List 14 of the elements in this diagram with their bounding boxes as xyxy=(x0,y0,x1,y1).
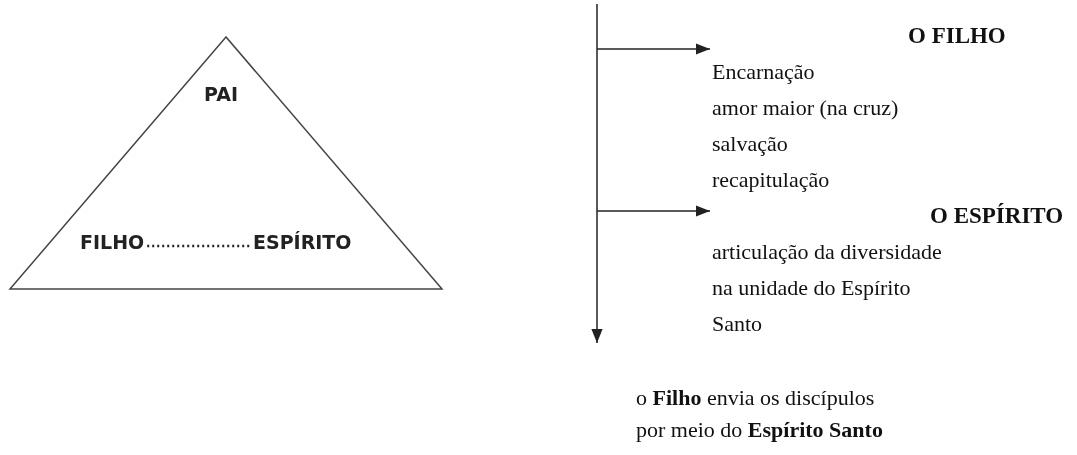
text-line: amor maior (na cruz) xyxy=(712,94,900,122)
arrow xyxy=(596,43,711,55)
text-line: articulação da diversidade na unidade do Espírito Santo xyxy=(712,238,943,338)
heading: O ESPÍRITO xyxy=(930,202,1064,230)
text-line: Encarnação xyxy=(712,58,816,86)
triangle-label: ESPÍRITO xyxy=(253,231,352,253)
note-text: o Filho envia os discípulos por meio do Espírito Santo xyxy=(636,384,884,444)
text-line: salvação xyxy=(712,130,789,158)
dotted-line xyxy=(147,244,250,248)
triangle-label: PAI xyxy=(204,83,238,105)
arrow xyxy=(596,205,711,217)
heading: O FILHO xyxy=(908,22,1006,50)
triangle-label: FILHO xyxy=(80,231,145,253)
text-line: recapitulação xyxy=(712,166,831,194)
